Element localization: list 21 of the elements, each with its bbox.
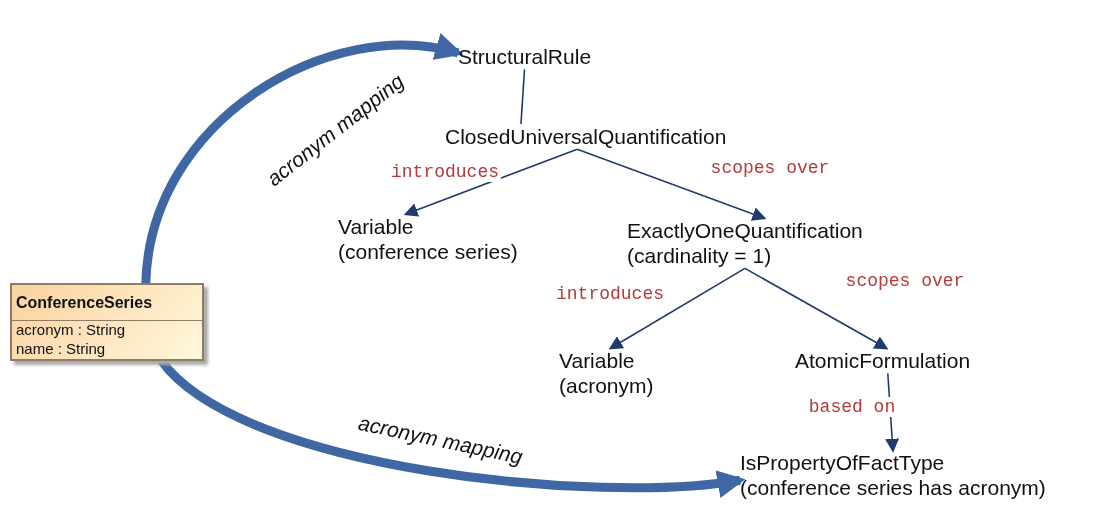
node-text: ExactlyOneQuantification: [627, 218, 863, 244]
node-text: Variable: [338, 214, 415, 240]
node-text: (conference series has acronym): [740, 475, 1046, 501]
arrow: [576, 148, 767, 221]
connector-line: [520, 68, 526, 125]
node-text: (acronym): [559, 373, 654, 399]
node-text: ClosedUniversalQuantification: [445, 124, 727, 150]
arrow: [744, 267, 889, 350]
node-text: Variable: [559, 348, 636, 374]
node-text: IsPropertyOfFactType: [740, 450, 946, 476]
arrow: [403, 148, 578, 217]
edge-label: introduces: [389, 162, 501, 182]
node-text: (cardinality = 1): [627, 243, 773, 269]
node-text: AtomicFormulation: [795, 348, 971, 374]
class-name: ConferenceSeries: [12, 285, 202, 322]
class-attribute: acronym : String: [15, 321, 127, 340]
class-attribute: name : String: [15, 339, 107, 359]
arrow: [608, 267, 746, 350]
node-text: StructuralRule: [458, 44, 592, 70]
node-text: (conference series): [338, 239, 518, 265]
uml-class-box: [10, 283, 204, 361]
